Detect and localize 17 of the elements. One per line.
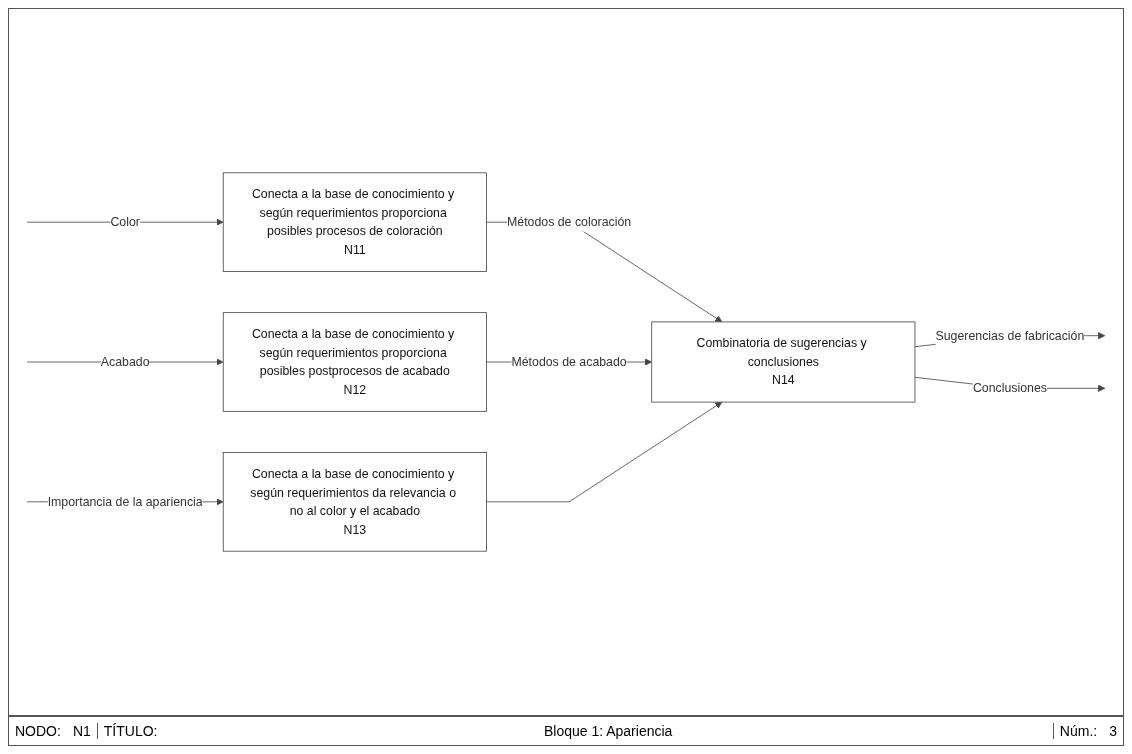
footer-label: Núm.: xyxy=(1052,723,1104,739)
edge-label: Métodos de acabado xyxy=(511,354,627,369)
edge-label: Importancia de la apariencia xyxy=(47,494,203,509)
node-box: Combinatoria de sugerencias y conclusiones N14 xyxy=(651,321,916,403)
node-box: Conecta a la base de conocimiento y según requerimientos proporciona posibles procesos de coloración N11 xyxy=(222,172,487,272)
footer-label: 3 xyxy=(1108,723,1118,739)
footer-label: TÍTULO: xyxy=(96,723,164,739)
edge-label: Sugerencias de fabricación xyxy=(935,328,1085,343)
node-box: Conecta a la base de conocimiento y según requerimientos proporciona posibles postprocesos de acabado N12 xyxy=(222,312,487,412)
node-box: Conecta a la base de conocimiento y según requerimientos da relevancia o no al color y el acabado N13 xyxy=(222,452,487,552)
edge-label: Acabado xyxy=(100,354,150,369)
footer-label: Bloque 1: Apariencia xyxy=(542,723,674,739)
edge-label: Métodos de coloración xyxy=(507,214,632,229)
footer-label: NODO: xyxy=(14,723,62,739)
edge-label: Color xyxy=(110,214,140,229)
footer-label: N1 xyxy=(71,723,92,739)
edge-label: Conclusiones xyxy=(972,380,1047,395)
